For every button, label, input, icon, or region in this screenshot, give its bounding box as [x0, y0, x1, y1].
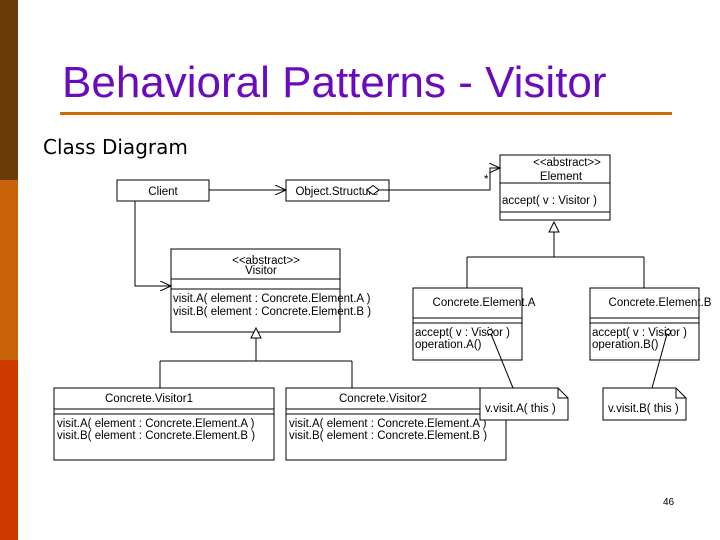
visitor-class-name: Visitor	[245, 265, 277, 277]
concrete-visitor-2-class: Concrete.Visitor2 visit.A( element : Con…	[285, 387, 507, 461]
note-visit-a: v.visit.A( this )	[479, 387, 569, 421]
visitor-class: <<abstract>> Visitor visit.A( element : …	[170, 248, 371, 333]
concrete-element-a-operation-a: operation.A()	[415, 339, 482, 351]
concrete-visitor-2-name: Concrete.Visitor2	[339, 393, 427, 405]
concrete-visitor-1-visit-b: visit.B( element : Concrete.Element.B )	[57, 430, 255, 442]
note-visit-b: v.visit.B( this )	[602, 387, 687, 421]
slide-title: Behavioral Patterns - Visitor	[62, 58, 607, 107]
page-number: 46	[663, 497, 675, 508]
visitor-visit-b-operation: visit.B( element : Concrete.Element.B )	[173, 306, 371, 318]
concrete-element-a-accept-operation: accept( v : Visitor )	[415, 327, 510, 339]
element-class: <<abstract>> Element accept( v : Visitor…	[499, 154, 611, 221]
visitor-generalization	[159, 326, 353, 388]
concrete-element-a-class: Concrete.Element.A accept( v : Visitor )…	[412, 287, 536, 361]
sidebar-top-segment	[0, 0, 18, 180]
element-generalization	[466, 220, 645, 288]
concrete-element-b-class: Concrete.Element.B accept( v : Visitor )…	[589, 287, 712, 361]
concrete-visitor-1-visit-a: visit.A( element : Concrete.Element.A )	[57, 418, 255, 430]
concrete-element-a-name: Concrete.Element.A	[433, 297, 536, 309]
title-underline	[60, 112, 672, 115]
concrete-visitor-1-name: Concrete.Visitor1	[105, 393, 193, 405]
element-stereotype: <<abstract>>	[533, 157, 601, 169]
client-class: Client	[116, 179, 210, 202]
concrete-visitor-2-visit-b: visit.B( element : Concrete.Element.B )	[289, 430, 487, 442]
sidebar-middle-segment	[0, 180, 18, 360]
concrete-visitor-1-class: Concrete.Visitor1 visit.A( element : Con…	[53, 387, 275, 461]
note-a-anchor	[487, 329, 514, 389]
object-structure-class-name: Object.Structure	[295, 186, 378, 198]
note-visit-a-text: v.visit.A( this )	[485, 403, 556, 415]
visitor-stereotype: <<abstract>>	[232, 255, 300, 267]
concrete-element-b-operation-b: operation.B()	[592, 339, 659, 351]
element-accept-operation: accept( v : Visitor )	[502, 195, 597, 207]
concrete-element-b-name: Concrete.Element.B	[609, 297, 712, 309]
concrete-visitor-2-visit-a: visit.A( element : Concrete.Element.A )	[289, 418, 487, 430]
concrete-element-b-accept-operation: accept( v : Visitor )	[592, 327, 687, 339]
note-b-anchor	[651, 329, 671, 389]
object-structure-to-element-aggregation	[366, 168, 500, 196]
sidebar-bottom-segment	[0, 360, 18, 540]
slide-subtitle: Class Diagram	[43, 135, 188, 159]
client-class-name: Client	[148, 186, 178, 198]
element-class-name: Element	[540, 171, 583, 183]
element-multiplicity: *	[484, 174, 489, 186]
note-visit-b-text: v.visit.B( this )	[608, 403, 679, 415]
visitor-visit-a-operation: visit.A( element : Concrete.Element.A )	[173, 293, 371, 305]
client-to-visitor-association	[134, 201, 171, 286]
